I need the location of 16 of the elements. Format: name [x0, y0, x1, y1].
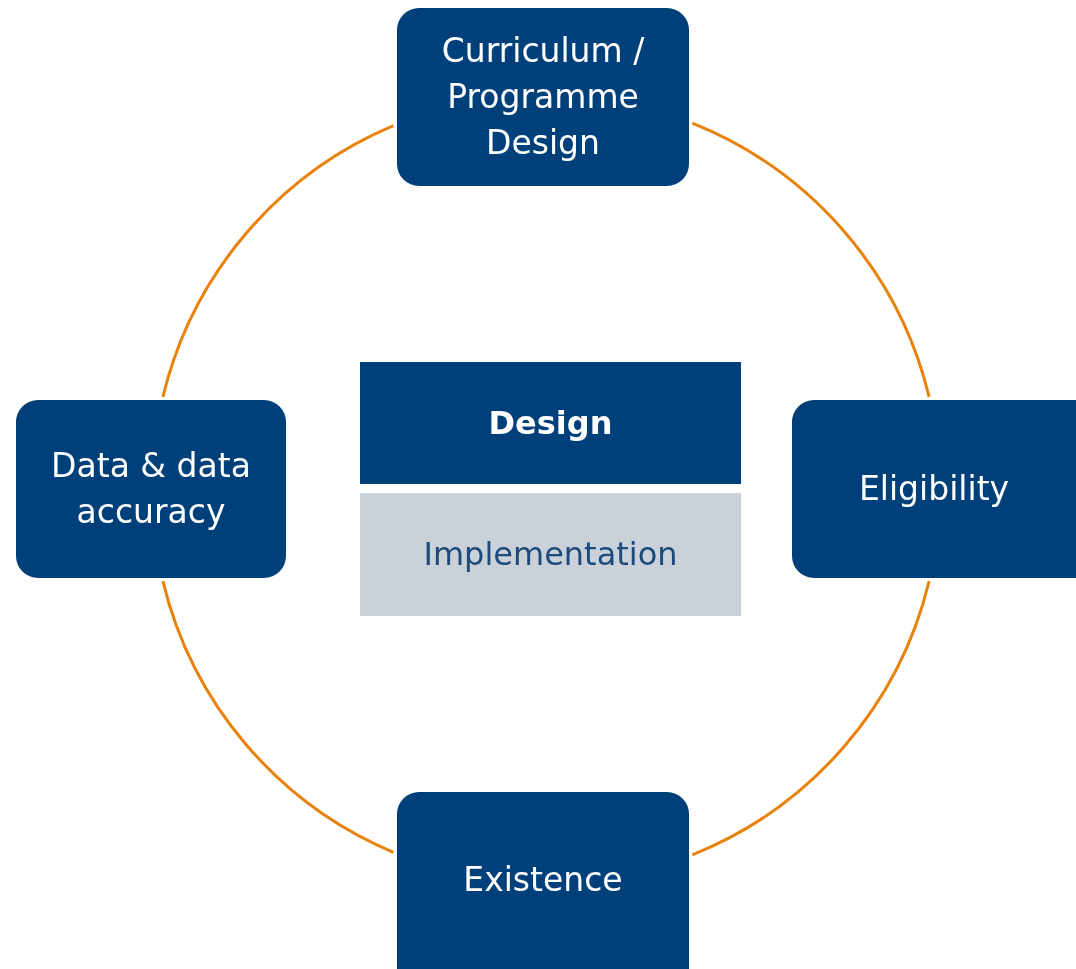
connector-arc	[691, 121, 931, 398]
box-label: Curriculum / Programme Design	[440, 29, 646, 165]
process-box	[397, 792, 689, 969]
process-box	[360, 493, 741, 616]
process-box	[360, 362, 741, 484]
connector-arc	[691, 580, 931, 857]
box-label: Implementation	[423, 534, 678, 576]
connector-arc	[161, 580, 395, 854]
box-label: Design	[488, 402, 613, 444]
box-label: Data & data accuracy	[50, 444, 252, 533]
process-box	[792, 400, 1076, 578]
box-label: Eligibility	[858, 467, 1010, 510]
connector-arc	[161, 124, 395, 398]
process-box	[16, 400, 286, 578]
box-label: Existence	[463, 859, 623, 902]
process-box	[397, 8, 689, 186]
